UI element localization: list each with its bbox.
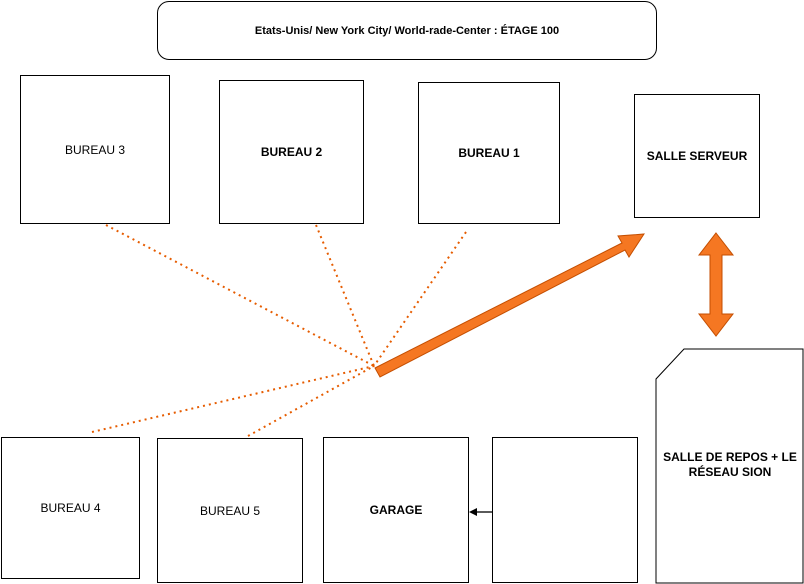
room-bureau-2: BUREAU 2 xyxy=(219,80,364,224)
link-bureau5 xyxy=(247,365,375,437)
room-bureau-2-label: BUREAU 2 xyxy=(260,145,323,159)
room-bureau-1: BUREAU 1 xyxy=(418,82,560,224)
room-salle-repos: SALLE DE REPOS + LE RÉSEAU SION xyxy=(658,420,802,510)
room-bureau-4: BUREAU 4 xyxy=(1,437,140,579)
room-bureau-5-label: BUREAU 5 xyxy=(199,503,261,518)
location-header-text: Etats-Unis/ New York City/ World-rade-Ce… xyxy=(254,24,560,37)
room-salle-serveur: SALLE SERVEUR xyxy=(634,94,760,218)
link-bureau4 xyxy=(91,365,375,433)
salle-repos-shape xyxy=(655,348,804,584)
link-bureau3 xyxy=(105,224,375,367)
room-bureau-5: BUREAU 5 xyxy=(157,438,303,583)
room-salle-repos-label: SALLE DE REPOS + LE RÉSEAU SION xyxy=(663,450,797,479)
room-bureau-3: BUREAU 3 xyxy=(20,75,170,224)
room-bureau-1-label: BUREAU 1 xyxy=(458,146,520,160)
room-bureau-3-label: BUREAU 3 xyxy=(64,142,126,157)
room-bureau-4-label: BUREAU 4 xyxy=(40,501,101,515)
location-header: Etats-Unis/ New York City/ World-rade-Ce… xyxy=(157,1,657,60)
hub-to-server-arrow xyxy=(374,233,645,378)
room-unlabeled xyxy=(492,437,638,583)
room-salle-serveur-label: SALLE SERVEUR xyxy=(646,149,748,163)
room-garage-label: GARAGE xyxy=(369,503,423,517)
server-repos-double-arrow xyxy=(697,232,735,337)
garage-arrow-head xyxy=(469,508,477,516)
link-bureau2 xyxy=(315,224,375,367)
room-garage: GARAGE xyxy=(323,437,469,583)
